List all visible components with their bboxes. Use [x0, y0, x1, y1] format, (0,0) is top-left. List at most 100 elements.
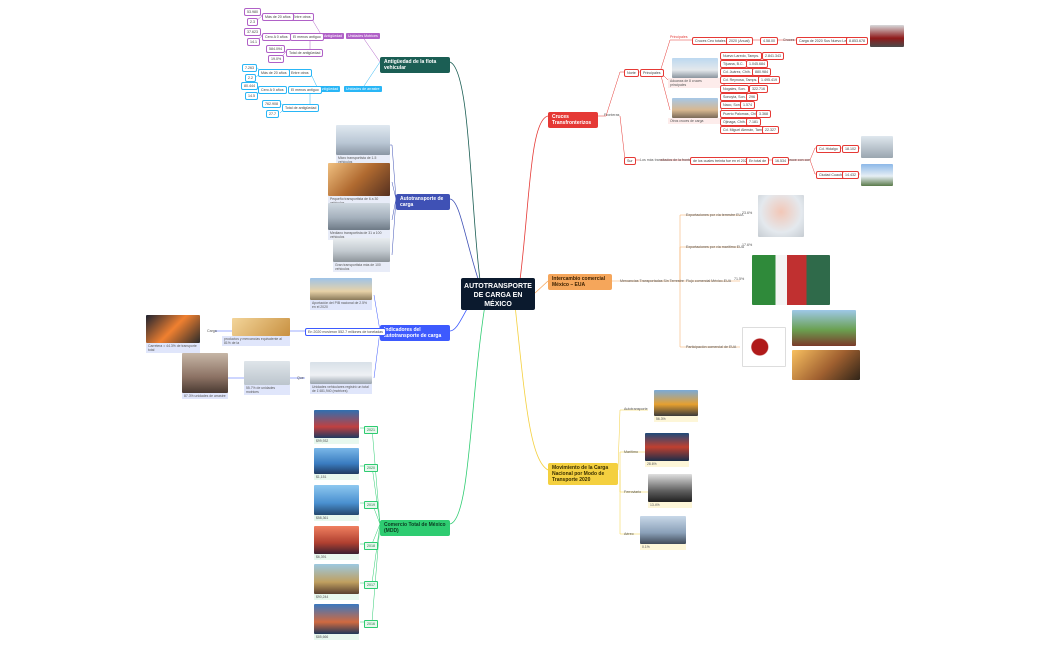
indicator-arrastre[interactable]: 87.3% unidades de arrastre [182, 393, 228, 399]
intercambio-item[interactable]: Exportaciones por vía marítimo EUA [686, 245, 745, 249]
intercambio-item[interactable]: Exportaciones por vía terrestre EUA [686, 213, 744, 217]
node-antiguedad-sub[interactable]: Antigüedad [322, 33, 345, 39]
fila-norte[interactable]: Cruces Ceo totales [692, 37, 729, 45]
fila-norte[interactable]: Carga de 2020 Sus Nuevo Leo [796, 37, 852, 45]
otros-value[interactable]: 7.181 [746, 118, 761, 126]
aduana-value[interactable]: 1.045.684 [746, 60, 768, 68]
indicator-unidades[interactable]: Unidades vehiculares registró un total d… [310, 384, 372, 394]
node-unidades-arrastre[interactable]: Unidades de arrastre [344, 86, 382, 92]
node-value[interactable]: 7.263 [242, 64, 257, 72]
node-value[interactable]: 27.7 [266, 110, 279, 118]
node-value[interactable]: 762.908 [262, 100, 281, 108]
node-row-label-3[interactable]: Total de antigüedad [286, 49, 324, 57]
indicator-productos[interactable]: productos y mercancías equivalente al 81… [222, 336, 290, 346]
fila-sur[interactable]: Los más transitados de la frontera [640, 158, 695, 162]
intercambio-join[interactable]: Mercancías Transportadas Sin Terrestre [620, 279, 684, 283]
trade-value[interactable]: $85,666 [314, 634, 359, 640]
node-value[interactable]: 2.2 [245, 74, 256, 82]
fila-norte[interactable]: 4.58.00 [760, 37, 778, 45]
year-tag[interactable]: 2016 [364, 620, 378, 628]
otros-name[interactable]: Ojinaga, Chih. [720, 118, 749, 126]
aduana-value[interactable]: 322.716 [749, 85, 768, 93]
mode-value[interactable]: 56.3% [654, 416, 698, 422]
year-tag[interactable]: 2018 [364, 542, 378, 550]
node-value[interactable]: 584.094 [266, 45, 285, 53]
indicator-motrices[interactable]: 55.7% de unidades motrices [244, 385, 290, 395]
aduana-value[interactable]: 2.841.343 [762, 52, 784, 60]
indicator-pib[interactable]: Aportación del PIB nacional de 2.5% en e… [310, 300, 372, 310]
otros-value[interactable]: 296 [746, 93, 758, 101]
fila-sur[interactable]: de los cuales treinta fue en el 2020 [690, 157, 752, 165]
aduana-name[interactable]: Tijuana, B.C. [720, 60, 747, 68]
year-tag[interactable]: 2020 [364, 464, 378, 472]
fila-norte[interactable]: Principales [670, 35, 688, 39]
year-tag[interactable]: 2021 [364, 426, 378, 434]
node-value[interactable]: 80.444 [241, 82, 258, 90]
otros-value[interactable]: 1.574 [740, 101, 755, 109]
destino-name[interactable]: Cd. Hidalgo [816, 145, 841, 153]
node-value[interactable]: 53.980 [244, 8, 261, 16]
mode-value[interactable]: 0.1% [640, 544, 686, 550]
intercambio-item[interactable]: Flujo comercial México-EUA [686, 279, 732, 283]
fila-sur[interactable]: 16.534 [772, 157, 789, 165]
indicator-toneladas[interactable]: En 2020 movieron 552.7 millones de tonel… [305, 328, 386, 336]
intercambio-item[interactable]: Participación comercial de EUA [686, 345, 737, 349]
otros-value[interactable]: 3.368 [756, 110, 771, 118]
node-principales[interactable]: Principales [640, 69, 664, 77]
node-value[interactable]: 19.0% [268, 55, 285, 63]
node-tag-1[interactable]: Entre otros [288, 69, 312, 77]
fila-norte[interactable]: 8.853.678 [846, 37, 868, 45]
year-tag[interactable]: 2017 [364, 581, 378, 589]
trade-value[interactable]: $99,932 [314, 438, 359, 444]
otros-value[interactable]: 22.327 [762, 126, 779, 134]
trade-value[interactable]: $6,391 [314, 554, 359, 560]
intercambio-value[interactable]: 23.6% [742, 211, 753, 215]
indicator-carretera[interactable]: Carretera = 44.3% de transporte total [146, 343, 200, 353]
fila-norte[interactable]: 2020 (Anual) [726, 37, 753, 45]
aduana-name[interactable]: Nogales, Son. [720, 85, 749, 93]
mode-value[interactable]: 28.6% [645, 461, 689, 467]
mode-value[interactable]: 13.4% [648, 502, 692, 508]
node-norte[interactable]: Norte [624, 69, 639, 77]
node-indicadores[interactable]: Indicadores del autotransporte de carga [380, 325, 450, 341]
mode-label[interactable]: Ferroviario [624, 490, 642, 494]
node-value[interactable]: 37.623 [244, 28, 261, 36]
node-value[interactable]: 14.5 [245, 92, 258, 100]
mode-label[interactable]: Aéreo [624, 532, 634, 536]
trade-value[interactable]: $58,361 [314, 515, 359, 521]
node-sur[interactable]: Sur [624, 157, 636, 165]
aduana-name[interactable]: Nuevo Laredo, Tamps. [720, 52, 763, 60]
node-row-label-3[interactable]: Total de antigüedad [282, 104, 320, 112]
year-tag[interactable]: 2019 [364, 501, 378, 509]
node-comercio[interactable]: Comercio Total de México (MDD) [380, 520, 450, 536]
aduana-name[interactable]: Cd. Reynosa, Tamps. [720, 76, 761, 84]
node-tag-2[interactable]: El menos antiguo [288, 86, 322, 94]
aduana-value[interactable]: 880.984 [752, 68, 771, 76]
node-value[interactable]: 2.3 [247, 18, 258, 26]
aduana-value[interactable]: 1.495.419 [758, 76, 780, 84]
fila-sur[interactable]: cruce con con [788, 158, 811, 162]
fila-norte[interactable]: Cruces [783, 38, 795, 42]
destino-value[interactable]: 18.102 [842, 145, 859, 153]
destino-value[interactable]: 14.432 [842, 171, 859, 179]
node-cruces[interactable]: Cruces Transfronterizos [548, 112, 598, 128]
fila-sur[interactable]: En total de [746, 157, 770, 165]
node-antiguedad[interactable]: Antigüedad de la flota vehicular [380, 57, 450, 73]
node-tag-2[interactable]: El menos antiguo [290, 33, 324, 41]
aduana-name[interactable]: Cd. Juárez, Chih. [720, 68, 754, 76]
otros-name[interactable]: Sonoyta, Son. [720, 93, 749, 101]
node-row-label-1[interactable]: Más de 20 años [262, 13, 294, 21]
fronteras-label[interactable]: Fronteras [604, 113, 620, 117]
trade-value[interactable]: $1,151 [314, 474, 359, 480]
intercambio-value[interactable]: 17.6% [742, 243, 753, 247]
node-movimiento[interactable]: Movimiento de la Carga Nacional por Modo… [548, 463, 618, 485]
otros-label[interactable]: Otros cruces de carga [668, 118, 720, 124]
node-row-label-2[interactable]: Cero A 0 años [258, 86, 287, 94]
node-unidades-motrices[interactable]: Unidades Motrices [346, 33, 380, 39]
node-value[interactable]: 14.1 [247, 38, 260, 46]
node-intercambio[interactable]: Intercambio comercial México – EUA [548, 274, 612, 290]
mode-label[interactable]: Marítimo [624, 450, 638, 454]
node-antiguedad-sub[interactable]: Antigüedad [318, 86, 341, 92]
node-row-label-2[interactable]: Cero A 0 años [262, 33, 291, 41]
aduanas-label[interactable]: Aduanas de 8 cruces principales [668, 78, 720, 88]
